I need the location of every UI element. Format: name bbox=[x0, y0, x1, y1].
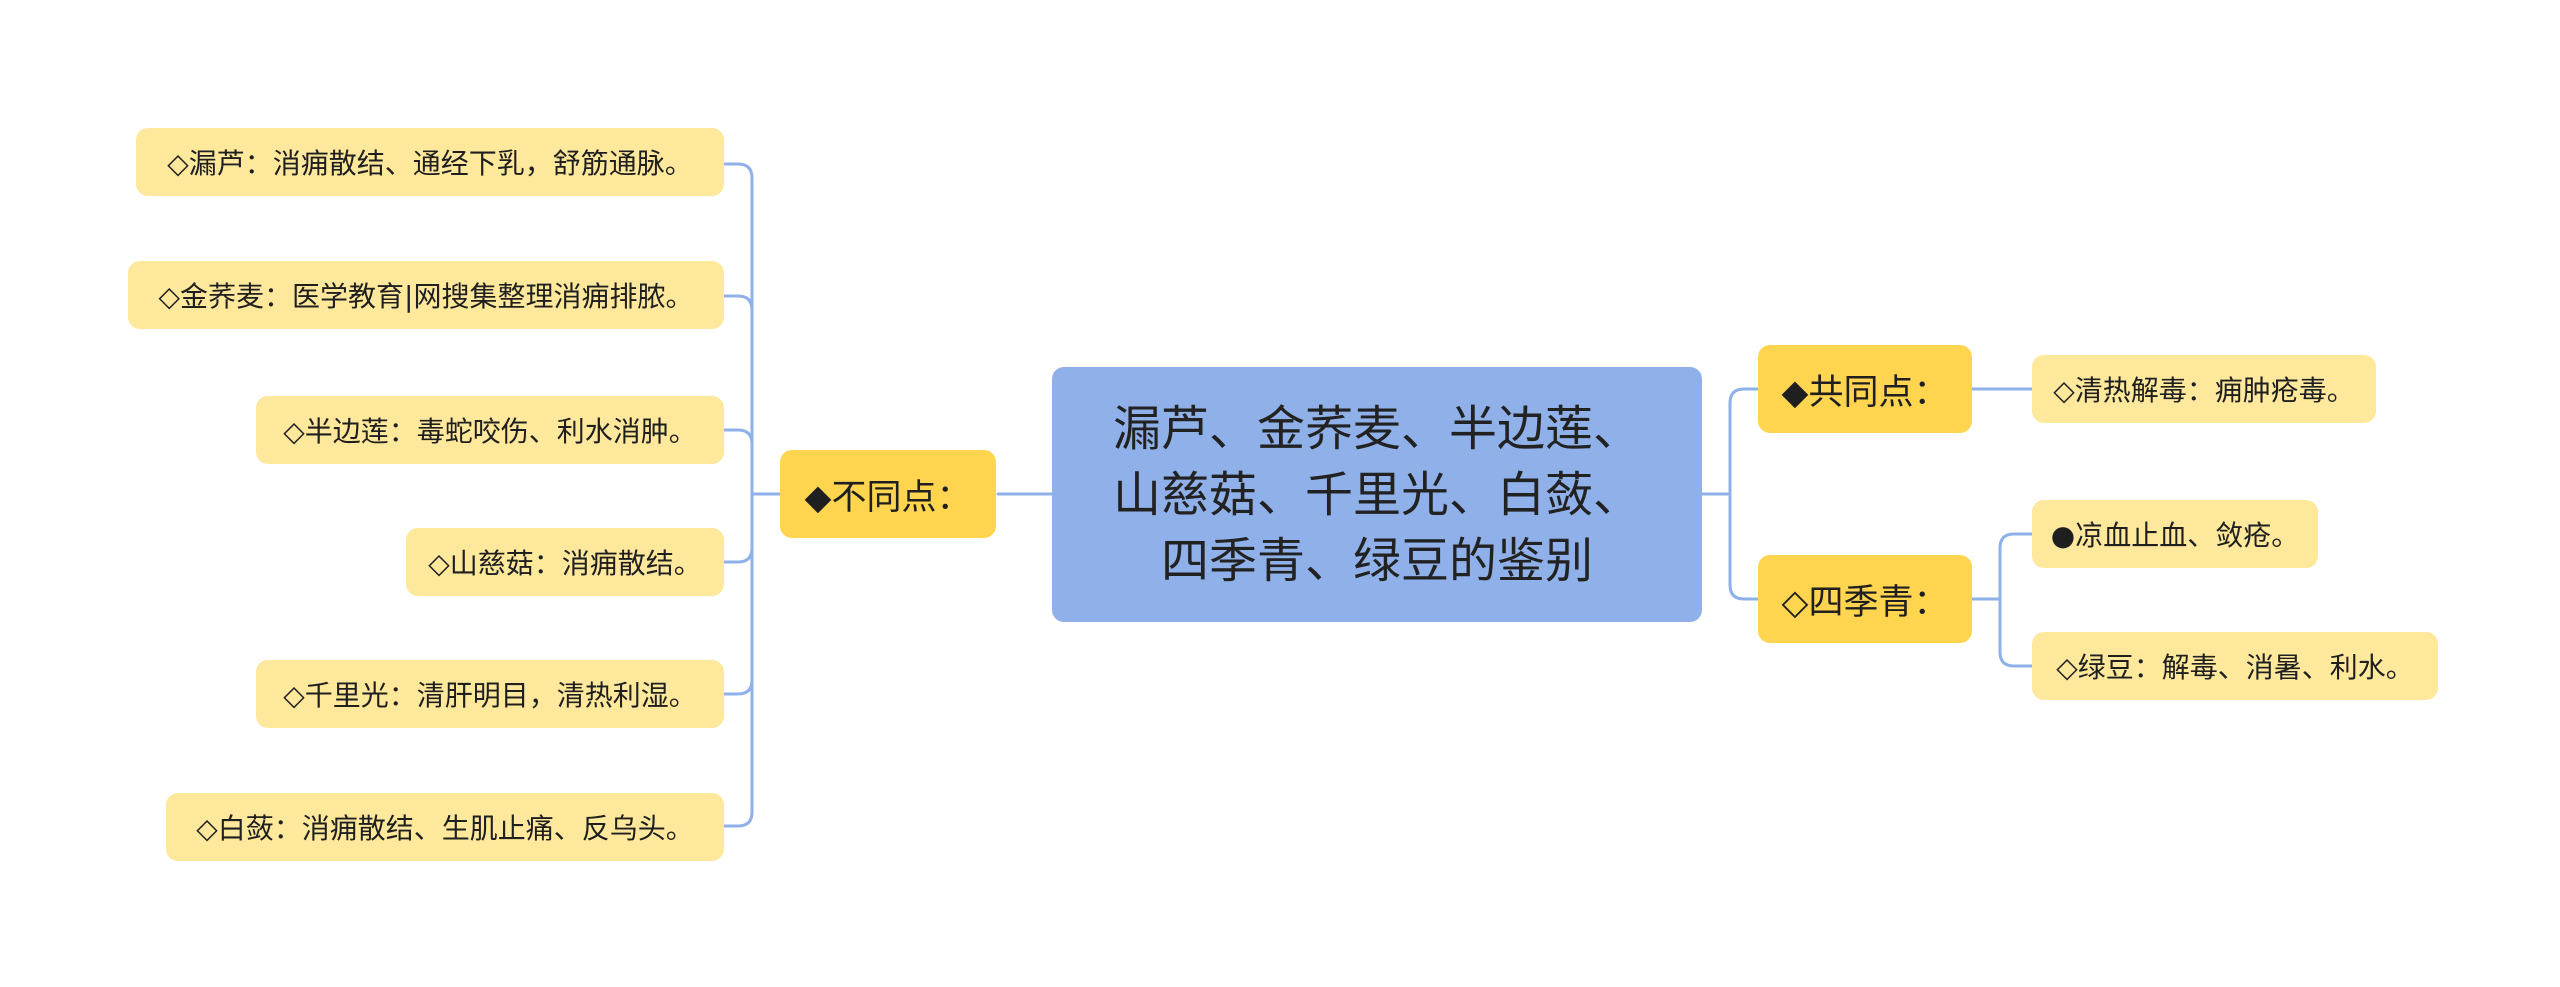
leaf-sijiqing-1-text: ●凉血止血、敛疮。 bbox=[2050, 519, 2300, 552]
leaf-differences-1-text: ◇漏芦：消痈散结、通经下乳，舒筋通脉。 bbox=[167, 147, 693, 180]
leaf-differences-3[interactable]: ◇半边莲：毒蛇咬伤、利水消肿。 bbox=[256, 396, 724, 464]
leaf-differences-5-text: ◇千里光：清肝明目，清热利湿。 bbox=[283, 679, 697, 712]
root-title-line-3: 四季青、绿豆的鉴别 bbox=[1160, 532, 1593, 589]
connector-differences-to-item-2 bbox=[722, 294, 754, 496]
leaf-differences-3-text: ◇半边莲：毒蛇咬伤、利水消肿。 bbox=[283, 415, 697, 448]
leaf-sijiqing-2-text: ◇绿豆：解毒、消暑、利水。 bbox=[2056, 651, 2414, 684]
leaf-sijiqing-1[interactable]: ●凉血止血、敛疮。 bbox=[2032, 500, 2318, 568]
leaf-differences-2[interactable]: ◇金荞麦：医学教育|网搜集整理消痈排脓。 bbox=[128, 261, 724, 329]
leaf-differences-4[interactable]: ◇山慈菇：消痈散结。 bbox=[406, 528, 724, 596]
leaf-common-1[interactable]: ◇清热解毒：痈肿疮毒。 bbox=[2032, 355, 2376, 423]
leaf-differences-1[interactable]: ◇漏芦：消痈散结、通经下乳，舒筋通脉。 bbox=[136, 128, 724, 196]
connector-differences-to-item-1 bbox=[722, 162, 754, 496]
leaf-differences-4-text: ◇山慈菇：消痈散结。 bbox=[428, 547, 702, 580]
branch-sijiqing-label: ◇四季青： bbox=[1781, 582, 1949, 623]
connector-root-to-common bbox=[1728, 387, 1760, 496]
connector-sijiqing-to-item-2 bbox=[1998, 597, 2034, 668]
leaf-differences-5[interactable]: ◇千里光：清肝明目，清热利湿。 bbox=[256, 660, 724, 728]
leaf-differences-2-text: ◇金荞麦：医学教育|网搜集整理消痈排脓。 bbox=[158, 280, 694, 313]
connector-root-to-sijiqing bbox=[1728, 492, 1760, 601]
root-title-line-2: 山慈菇、千里光、白蔹、 bbox=[1112, 466, 1641, 523]
branch-sijiqing[interactable]: ◇四季青： bbox=[1758, 555, 1972, 643]
leaf-differences-6-text: ◇白蔹：消痈散结、生肌止痛、反乌头。 bbox=[196, 812, 694, 845]
connector-differences-to-item-6 bbox=[722, 492, 754, 828]
branch-differences-label: ◆不同点： bbox=[804, 477, 972, 518]
root-topic[interactable]: 漏芦、金荞麦、半边莲、 山慈菇、千里光、白蔹、 四季青、绿豆的鉴别 bbox=[1052, 367, 1702, 622]
connector-differences-to-item-3 bbox=[722, 428, 754, 496]
branch-differences[interactable]: ◆不同点： bbox=[780, 450, 996, 538]
branch-common-label: ◆共同点： bbox=[1781, 372, 1949, 413]
leaf-common-1-text: ◇清热解毒：痈肿疮毒。 bbox=[2053, 374, 2355, 407]
leaf-differences-6[interactable]: ◇白蔹：消痈散结、生肌止痛、反乌头。 bbox=[166, 793, 724, 861]
connector-differences-to-item-4 bbox=[722, 492, 754, 564]
leaf-sijiqing-2[interactable]: ◇绿豆：解毒、消暑、利水。 bbox=[2032, 632, 2438, 700]
connector-differences-to-item-5 bbox=[722, 492, 754, 696]
root-title-line-1: 漏芦、金荞麦、半边莲、 bbox=[1112, 400, 1641, 457]
connector-sijiqing-to-item-1 bbox=[1998, 532, 2034, 601]
branch-common[interactable]: ◆共同点： bbox=[1758, 345, 1972, 433]
